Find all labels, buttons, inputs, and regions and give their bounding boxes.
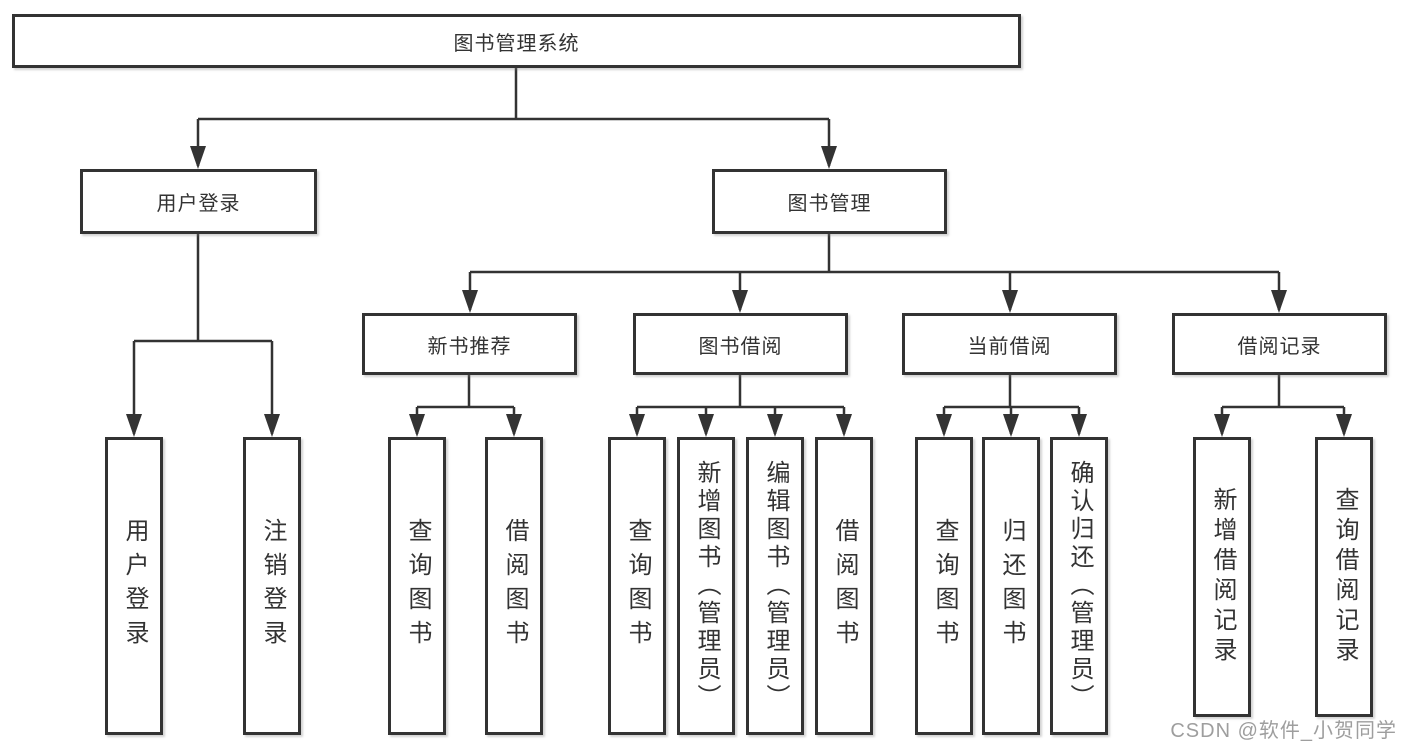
edges-new-book-children [415, 375, 516, 434]
node-current-borrow: 当前借阅 [902, 313, 1117, 375]
leaf-logout-login-label: 注销登录 [259, 518, 286, 654]
leaf-logout-login: 注销登录 [243, 437, 301, 735]
leaf-user-login-label: 用户登录 [121, 518, 148, 654]
leaf-edit-books-admin: 编辑图书（管理员） [746, 437, 804, 735]
edges-current-borrow-children [942, 375, 1081, 434]
leaf-query-borrow-record: 查询借阅记录 [1315, 437, 1373, 717]
edges-borrow-records-children [1220, 375, 1346, 434]
edges-book-borrow-children [635, 375, 846, 434]
leaf-borrow-books: 借阅图书 [815, 437, 873, 735]
leaf-borrow-books-label: 借阅图书 [831, 518, 858, 654]
leaf-add-books-admin-label: 新增图书（管理员） [693, 460, 720, 712]
node-new-book-recommend: 新书推荐 [362, 313, 577, 375]
edges-book-mgmt-children [468, 234, 1281, 310]
node-book-borrow: 图书借阅 [633, 313, 848, 375]
leaf-edit-books-admin-label: 编辑图书（管理员） [762, 460, 789, 712]
leaf-add-borrow-record-label: 新增借阅记录 [1209, 487, 1236, 667]
node-user-login-label: 用户登录 [156, 193, 241, 215]
node-borrow-records-label: 借阅记录 [1237, 335, 1322, 358]
node-book-management-label: 图书管理 [787, 193, 872, 215]
node-borrow-records: 借阅记录 [1172, 313, 1387, 375]
leaf-query-books-borrow: 查询图书 [608, 437, 666, 735]
leaf-confirm-return-admin: 确认归还（管理员） [1050, 437, 1108, 735]
leaf-query-books-recommend: 查询图书 [388, 437, 446, 735]
leaf-return-books-label: 归还图书 [998, 518, 1025, 654]
leaf-query-books-current: 查询图书 [915, 437, 973, 735]
leaf-query-books-recommend-label: 查询图书 [404, 518, 431, 654]
leaf-query-books-current-label: 查询图书 [931, 518, 958, 654]
leaf-add-books-admin: 新增图书（管理员） [677, 437, 735, 735]
edges-root-to-level2 [196, 68, 831, 166]
leaf-add-borrow-record: 新增借阅记录 [1193, 437, 1251, 717]
node-book-borrow-label: 图书借阅 [698, 335, 783, 358]
node-user-login: 用户登录 [80, 169, 317, 234]
leaf-return-books: 归还图书 [982, 437, 1040, 735]
leaf-borrow-books-recommend-label: 借阅图书 [501, 518, 528, 654]
node-new-book-recommend-label: 新书推荐 [427, 335, 512, 358]
csdn-watermark: CSDN @软件_小贺同学 [1170, 720, 1397, 742]
leaf-user-login: 用户登录 [105, 437, 163, 735]
node-current-borrow-label: 当前借阅 [967, 335, 1052, 358]
leaf-query-books-borrow-label: 查询图书 [624, 518, 651, 654]
node-book-management: 图书管理 [712, 169, 947, 234]
leaf-confirm-return-admin-label: 确认归还（管理员） [1066, 460, 1093, 712]
node-system-root-label: 图书管理系统 [453, 32, 580, 55]
edges-user-login-children [132, 234, 274, 434]
leaf-query-borrow-record-label: 查询借阅记录 [1331, 487, 1358, 667]
leaf-borrow-books-recommend: 借阅图书 [485, 437, 543, 735]
node-system-root: 图书管理系统 [12, 14, 1021, 68]
